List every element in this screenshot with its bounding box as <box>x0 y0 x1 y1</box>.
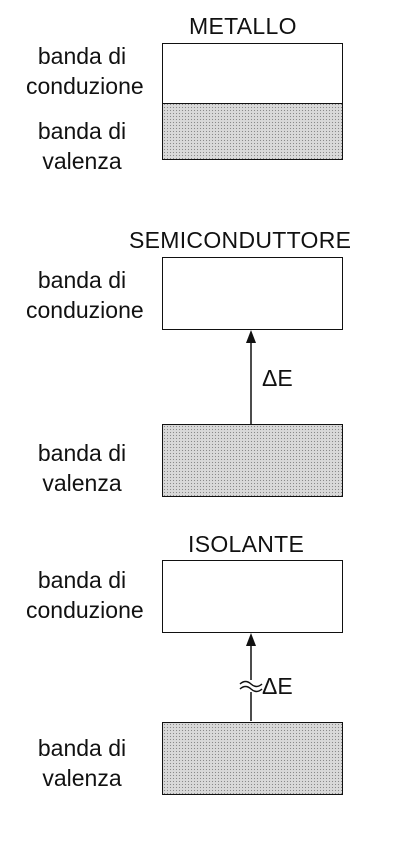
metal-band-divider <box>163 103 342 104</box>
metal-band-box <box>162 43 343 160</box>
semiconductor-gap-label: ΔE <box>262 365 293 391</box>
metal-conduction-band <box>163 44 342 103</box>
insulator-conduction-label: banda di conduzione <box>26 567 144 623</box>
semiconductor-valence-band <box>162 424 343 497</box>
metal-valence-label: banda di valenza <box>37 118 127 174</box>
metal-valence-band <box>163 103 342 159</box>
semiconductor-conduction-band <box>162 257 343 330</box>
semiconductor-gap-arrow <box>246 330 256 424</box>
insulator-valence-band <box>162 722 343 795</box>
insulator-gap-break-icon <box>239 680 263 693</box>
semiconductor-title: SEMICONDUTTORE <box>129 227 352 253</box>
insulator-valence-label: banda di valenza <box>37 735 127 791</box>
semiconductor-conduction-label: banda di conduzione <box>26 267 144 323</box>
insulator-title: ISOLANTE <box>188 531 305 557</box>
semiconductor-valence-label: banda di valenza <box>37 440 127 496</box>
insulator-conduction-band <box>162 560 343 633</box>
insulator-gap-label: ΔE <box>262 673 293 699</box>
metal-title: METALLO <box>189 13 297 39</box>
metal-conduction-label: banda di conduzione <box>26 43 144 99</box>
